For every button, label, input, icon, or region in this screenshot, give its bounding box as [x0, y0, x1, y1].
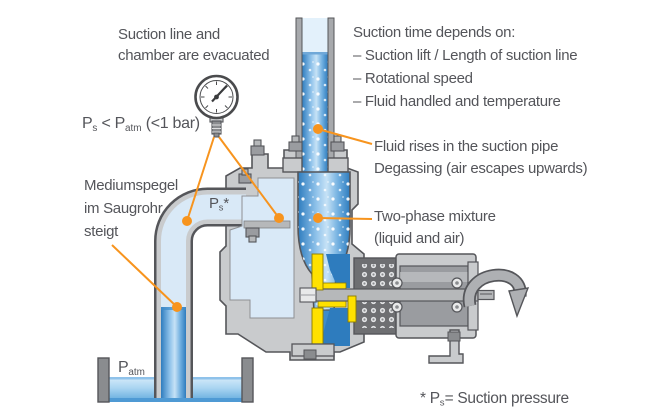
impeller [299, 253, 357, 347]
label-evacuated: Suction line and chamber are evacuated [118, 24, 270, 66]
internal-flange-wall [243, 220, 291, 229]
label-pressure-inequality: Ps < Patm (<1 bar) [82, 115, 200, 134]
suction-chamber [229, 177, 295, 319]
rotation-arrow [462, 268, 530, 319]
label-medium-level: Mediumspegel im Saugrohr steigt [84, 177, 178, 240]
foot-bolt [447, 331, 461, 342]
volute-liquid [322, 254, 350, 346]
tank-wall-left [97, 357, 110, 403]
gauge-needle [211, 84, 228, 103]
riser-wall-right [327, 17, 335, 159]
label-suction-time-title: Suction time depends on: [353, 24, 516, 41]
riser-flange-right [327, 157, 349, 173]
riser-air-gap [302, 18, 328, 54]
label-fluid-rises: Fluid rises in the suction pipe Degassin… [374, 138, 588, 177]
casing-bottom-flange [291, 343, 335, 360]
suction-pipe [154, 187, 246, 398]
shaft-key [347, 295, 357, 323]
riser-liquid-level [302, 52, 328, 55]
suction-pipe-liquid [161, 307, 186, 398]
label-suction-time-item3: – Fluid handled and temperature [353, 93, 561, 110]
callout-dots [172, 124, 323, 312]
callout-lines [111, 128, 373, 308]
support-foot [428, 329, 464, 364]
label-suction-time-item2: – Rotational speed [353, 70, 473, 87]
tank-wall-right [241, 357, 254, 403]
pressure-gauge [194, 74, 239, 138]
label-atmospheric-pressure: Patm [118, 359, 145, 378]
label-suction-time-item1: – Suction lift / Length of suction line [353, 47, 578, 64]
impeller-blade-top [311, 253, 324, 291]
ball-bearings [391, 277, 463, 313]
label-suction-time: Suction time depends on: – Suction lift … [353, 21, 578, 113]
label-evacuated-line1: Suction line and [118, 26, 220, 43]
label-footnote: * Ps= Suction pressure [420, 390, 569, 409]
label-two-phase: Two-phase mixture (liquid and air) [374, 208, 496, 247]
casing-bolts [238, 135, 345, 243]
label-suction-pressure: Ps* [209, 195, 229, 213]
impeller-blade-bottom [311, 307, 324, 347]
riser-flange-left [282, 157, 303, 173]
label-evacuated-line2: chamber are evacuated [118, 47, 270, 64]
